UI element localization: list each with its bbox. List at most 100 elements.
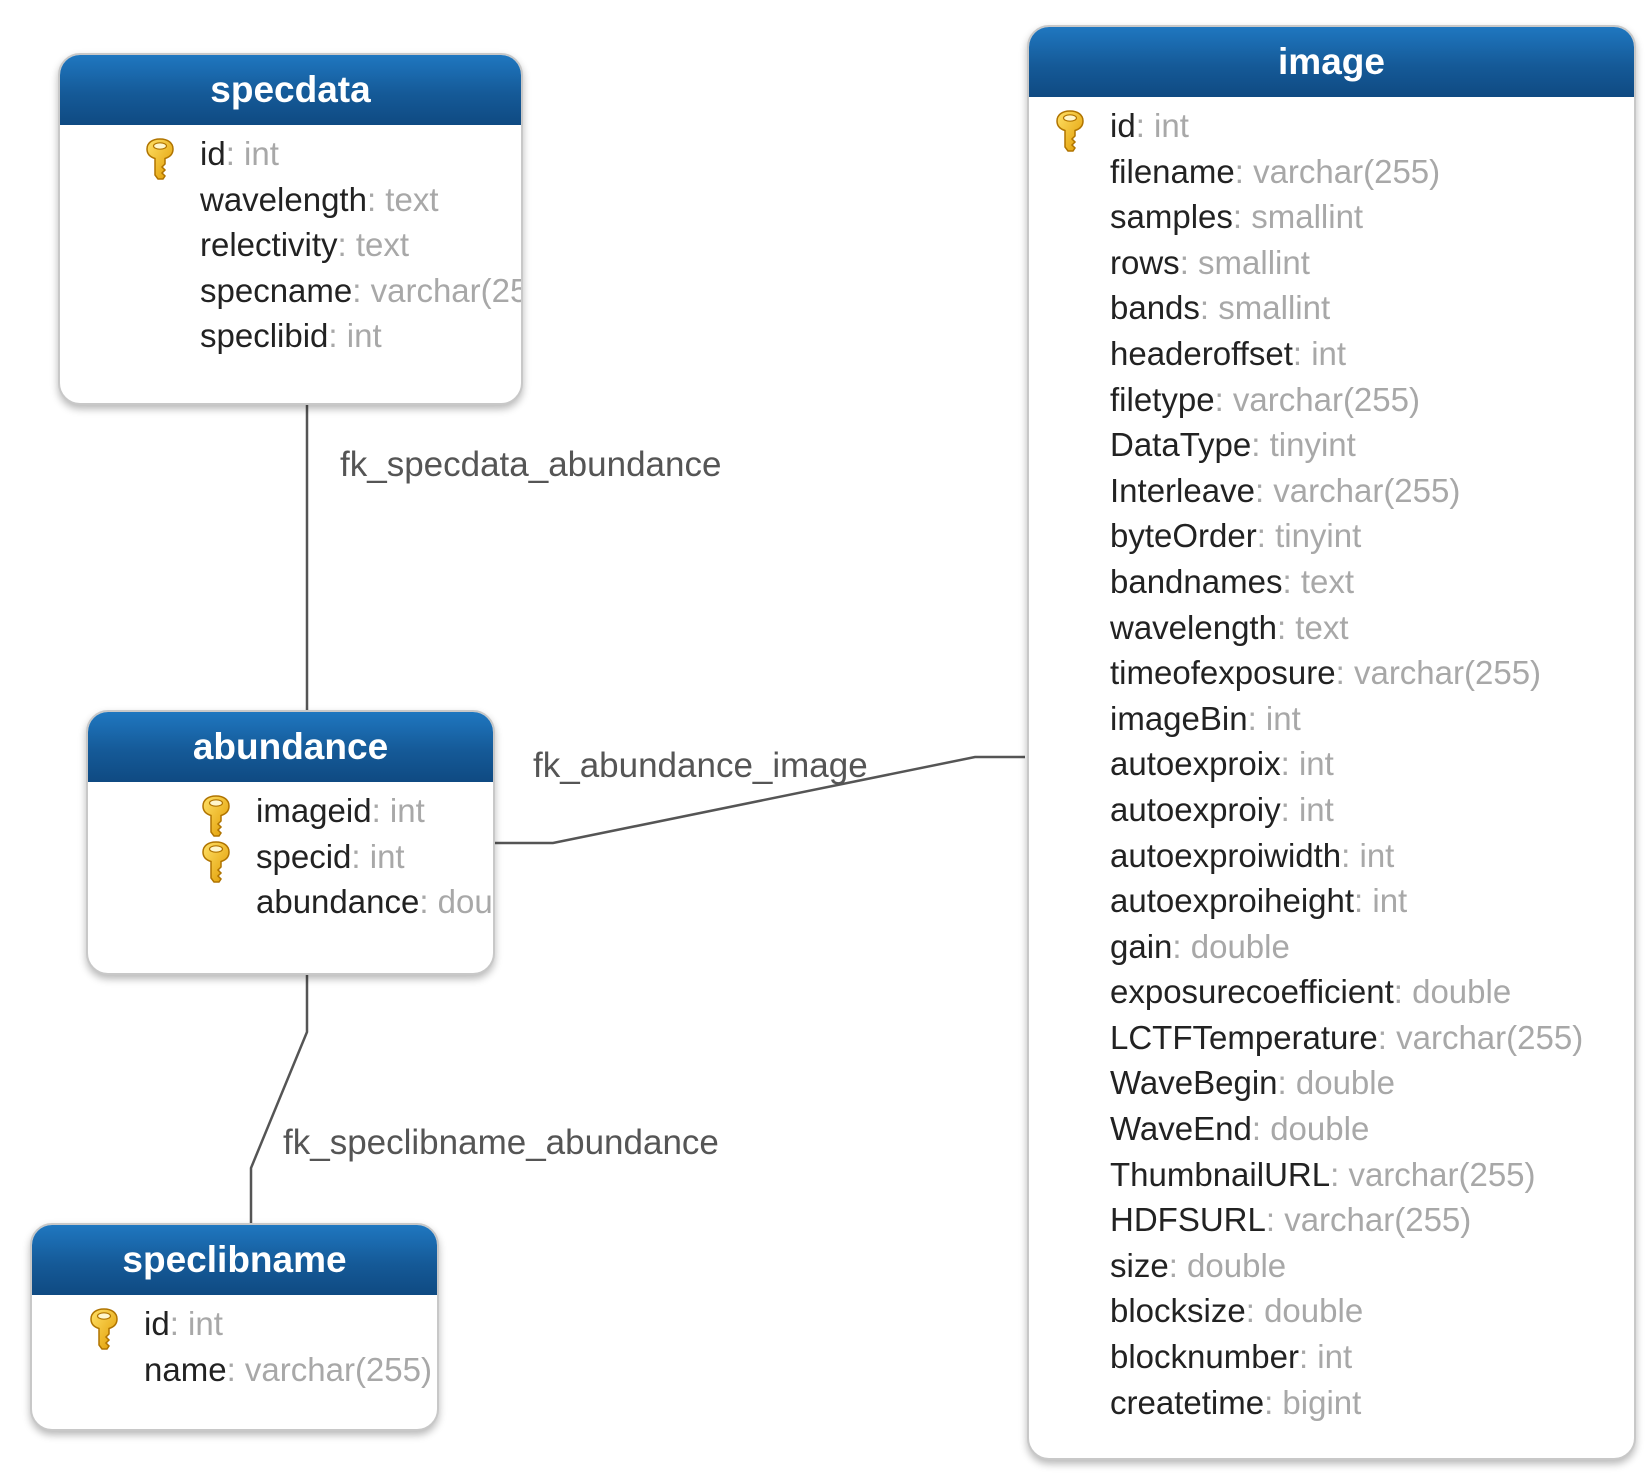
field-row-byteorder[interactable]: byteOrder: tinyint xyxy=(1029,513,1634,559)
field-row-relectivity[interactable]: relectivity: text xyxy=(60,222,521,268)
field-type: text xyxy=(1300,562,1355,600)
field-row-interleave[interactable]: Interleave: varchar(255) xyxy=(1029,468,1634,514)
field-separator: : xyxy=(419,883,438,921)
field-row-headeroffset[interactable]: headeroffset: int xyxy=(1029,331,1634,377)
field-name: relectivity xyxy=(200,226,338,264)
field-type: text xyxy=(385,180,439,218)
field-separator: : xyxy=(1280,745,1299,783)
field-name: speclibid xyxy=(200,317,329,355)
field-separator: : xyxy=(1277,1064,1296,1102)
key-icon xyxy=(1054,110,1086,152)
field-type: varchar(255) xyxy=(1232,380,1420,418)
field-name: autoexproiwidth xyxy=(1110,836,1342,874)
field-name: filetype xyxy=(1110,380,1215,418)
field-separator: : xyxy=(1298,1338,1318,1376)
field-name: specname xyxy=(200,271,353,309)
field-row-name[interactable]: name: varchar(255) xyxy=(32,1347,437,1393)
field-row-imagebin[interactable]: imageBin: int xyxy=(1029,696,1634,742)
field-type: varchar(255) xyxy=(1273,471,1461,509)
key-icon xyxy=(200,840,232,883)
field-row-specname[interactable]: specname: varchar(25... xyxy=(60,268,521,314)
field-name: bandnames xyxy=(1110,562,1283,600)
field-row-bands[interactable]: bands: smallint xyxy=(1029,285,1634,331)
field-row-lctftemperature[interactable]: LCTFTemperature: varchar(255) xyxy=(1029,1015,1634,1061)
connector-abundance-image xyxy=(495,755,1025,845)
field-row-autoexproiwidth[interactable]: autoexproiwidth: int xyxy=(1029,833,1634,879)
field-row-wavelength[interactable]: wavelength: text xyxy=(60,177,521,223)
field-row-abundance[interactable]: abundance: double xyxy=(88,879,493,925)
field-type: varchar(255) xyxy=(1353,654,1542,692)
field-separator: : xyxy=(1251,426,1270,464)
field-separator: : xyxy=(1135,107,1155,144)
field-row-createtime[interactable]: createtime: bigint xyxy=(1029,1380,1634,1426)
field-name: samples xyxy=(1110,198,1233,236)
field-separator: : xyxy=(1256,517,1276,555)
field-type: int xyxy=(244,135,279,172)
field-separator: : xyxy=(1247,699,1266,737)
field-row-rows[interactable]: rows: smallint xyxy=(1029,240,1634,286)
field-separator: : xyxy=(1199,289,1219,327)
field-name: name xyxy=(144,1350,227,1388)
field-row-waveend[interactable]: WaveEnd: double xyxy=(1029,1106,1634,1152)
field-separator: : xyxy=(1168,1246,1188,1284)
field-separator: : xyxy=(366,180,386,218)
field-row-autoexproiheight[interactable]: autoexproiheight: int xyxy=(1029,878,1634,924)
field-name: ThumbnailURL xyxy=(1110,1155,1331,1193)
field-row-wavebegin[interactable]: WaveBegin: double xyxy=(1029,1060,1634,1106)
entity-title: specdata xyxy=(60,55,521,125)
field-name: WaveBegin xyxy=(1110,1064,1278,1102)
field-row-bandnames[interactable]: bandnames: text xyxy=(1029,559,1634,605)
field-row-size[interactable]: size: double xyxy=(1029,1243,1634,1289)
field-row-speclibid[interactable]: speclibid: int xyxy=(60,313,521,359)
field-row-datatype[interactable]: DataType: tinyint xyxy=(1029,422,1634,468)
field-row-timeofexposure[interactable]: timeofexposure: varchar(255) xyxy=(1029,650,1634,696)
field-row-specid[interactable]: specid: int xyxy=(88,834,493,883)
field-row-blocknumber[interactable]: blocknumber: int xyxy=(1029,1334,1634,1380)
field-row-id[interactable]: id: int xyxy=(1029,103,1634,152)
field-name: blocksize xyxy=(1110,1292,1246,1330)
field-row-gain[interactable]: gain: double xyxy=(1029,924,1634,970)
field-row-filetype[interactable]: filetype: varchar(255) xyxy=(1029,377,1634,423)
field-row-wavelength[interactable]: wavelength: text xyxy=(1029,605,1634,651)
field-type: int xyxy=(1372,882,1408,920)
key-icon xyxy=(88,1308,120,1350)
field-row-id[interactable]: id: int xyxy=(32,1301,437,1350)
field-row-filename[interactable]: filename: varchar(255) xyxy=(1029,149,1634,195)
field-type: smallint xyxy=(1251,198,1364,236)
field-name: imageid xyxy=(256,792,372,829)
field-name: filename xyxy=(1110,152,1235,190)
field-separator: : xyxy=(1377,1018,1397,1056)
field-type: double xyxy=(1264,1292,1364,1330)
field-name: headeroffset xyxy=(1110,334,1293,372)
entity-title: speclibname xyxy=(32,1225,437,1295)
field-separator: : xyxy=(1264,1383,1283,1421)
field-name: gain xyxy=(1110,927,1173,965)
field-name: bands xyxy=(1110,289,1200,327)
field-row-id[interactable]: id: int xyxy=(60,131,521,180)
field-separator: : xyxy=(351,837,370,875)
field-type: double xyxy=(1295,1064,1395,1102)
field-separator: : xyxy=(1276,608,1296,646)
field-row-blocksize[interactable]: blocksize: double xyxy=(1029,1288,1634,1334)
field-type: double xyxy=(1412,973,1512,1011)
field-row-imageid[interactable]: imageid: int xyxy=(88,788,493,837)
field-row-samples[interactable]: samples: smallint xyxy=(1029,194,1634,240)
field-name: LCTFTemperature xyxy=(1110,1018,1378,1056)
field-separator: : xyxy=(1265,1201,1285,1239)
field-row-hdfsurl[interactable]: HDFSURL: varchar(255) xyxy=(1029,1197,1634,1243)
field-type: tinyint xyxy=(1269,426,1356,464)
field-row-thumbnailurl[interactable]: ThumbnailURL: varchar(255) xyxy=(1029,1152,1634,1198)
field-separator: : xyxy=(1354,882,1373,920)
field-row-autoexproiy[interactable]: autoexproiy: int xyxy=(1029,787,1634,833)
field-type: int xyxy=(1265,699,1301,737)
field-row-autoexproix[interactable]: autoexproix: int xyxy=(1029,741,1634,787)
field-name: wavelength xyxy=(200,180,367,218)
field-row-exposurecoefficient[interactable]: exposurecoefficient: double xyxy=(1029,969,1634,1015)
field-type: smallint xyxy=(1198,243,1310,281)
